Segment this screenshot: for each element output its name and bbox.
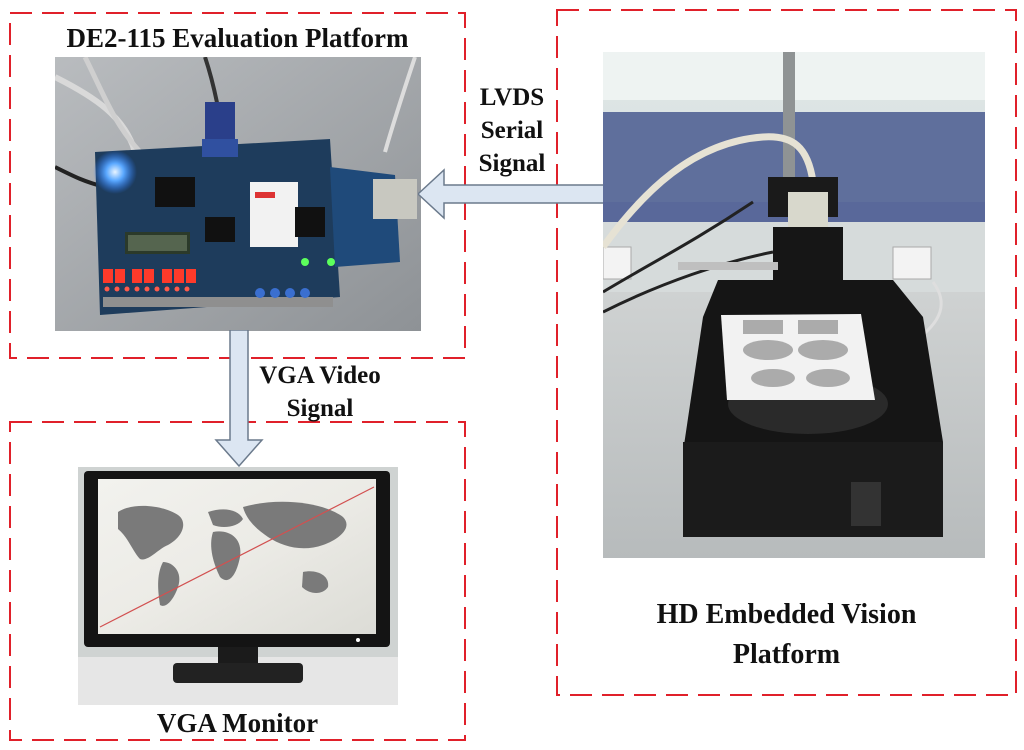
camera-rig-photo: [603, 52, 985, 558]
vga-title: VGA Monitor: [156, 708, 319, 738]
hd-frame: [556, 9, 1017, 696]
de2-title: DE2-115 Evaluation Platform: [66, 23, 409, 53]
vga-video-arrow: [214, 330, 264, 468]
hd-title-line2: Platform: [732, 639, 841, 670]
vga-video-label-line1: VGA Video: [259, 362, 381, 389]
lvds-label-line2: Serial: [480, 117, 544, 144]
monitor-photo: [78, 467, 398, 705]
vga-video-label-line2: Signal: [286, 395, 354, 422]
hd-title-line1: HD Embedded Vision: [656, 599, 917, 630]
lvds-label-line3: Signal: [478, 150, 546, 177]
fpga-board-photo: [55, 57, 421, 331]
lvds-label-line1: LVDS: [479, 84, 545, 111]
